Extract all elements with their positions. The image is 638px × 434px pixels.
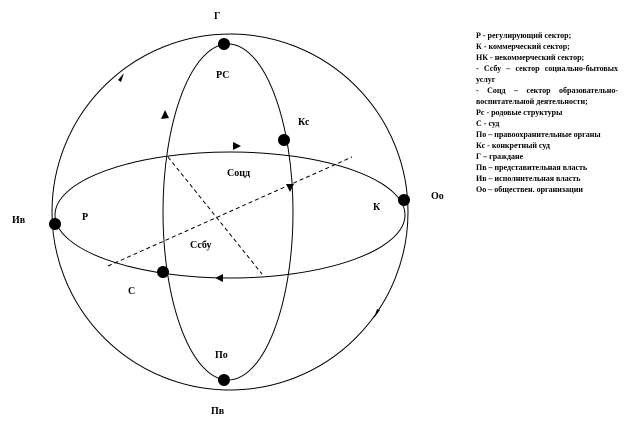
label-bottom: Пв bbox=[211, 406, 225, 417]
legend-item: НК - некоммерческий сектор; bbox=[476, 53, 585, 62]
legend-item: - Соцд – сектор образовательно-воспитате… bbox=[476, 86, 618, 106]
arrow-ellipse-top bbox=[233, 142, 241, 150]
legend-item: Пв – представительная власть bbox=[476, 163, 588, 172]
label-sbsbu: Ссбу bbox=[190, 240, 212, 251]
vertical-ellipse bbox=[162, 43, 294, 381]
label-rs: РС bbox=[216, 70, 229, 81]
legend-item: Ив – исполнительная власть bbox=[476, 174, 581, 183]
horizontal-ellipse bbox=[54, 151, 406, 279]
arrow-meridian-right bbox=[286, 184, 294, 192]
legend-item: Кс - конкретный суд bbox=[476, 141, 550, 150]
label-po: По bbox=[215, 350, 228, 361]
legend-item: Р - регулирующий сектор; bbox=[476, 31, 572, 40]
legend-item: По – правоохранительные органы bbox=[476, 130, 601, 139]
legend-item: С - суд bbox=[476, 119, 500, 128]
outer-circle bbox=[51, 33, 409, 391]
legend-item: Оо – обществен. организации bbox=[476, 185, 583, 194]
arrow-outer-top bbox=[118, 73, 124, 82]
node-left bbox=[49, 218, 61, 230]
sphere-diagram: Г Пв Ив Оо РС Кс Соцд Ссбу Р К С По bbox=[12, 11, 444, 417]
legend-item: - Ссбу – сектор социально-бытовых услуг bbox=[476, 64, 618, 84]
legend-item: Г – граждане bbox=[476, 152, 524, 161]
node-bottom bbox=[218, 374, 230, 386]
arrow-ellipse-bottom bbox=[215, 274, 223, 282]
node-s bbox=[157, 266, 169, 278]
arrow-meridian-left bbox=[161, 110, 169, 119]
arrow-outer-bottom bbox=[374, 309, 380, 318]
label-s: С bbox=[128, 286, 135, 297]
node-right bbox=[398, 194, 410, 206]
label-ks: Кс bbox=[298, 117, 310, 128]
label-top: Г bbox=[214, 11, 220, 22]
legend: Р - регулирующий сектор; К - коммерчески… bbox=[476, 30, 618, 195]
legend-item: Рс - родовые структуры bbox=[476, 108, 563, 117]
label-p: Р bbox=[82, 212, 88, 223]
legend-item: К - коммерческий сектор; bbox=[476, 42, 570, 51]
node-top bbox=[218, 38, 230, 50]
label-right: Оо bbox=[431, 191, 444, 202]
label-k: К bbox=[373, 202, 381, 213]
dashed-axis-2 bbox=[107, 156, 353, 267]
node-ks bbox=[278, 134, 290, 146]
label-left: Ив bbox=[12, 215, 26, 226]
label-sozd: Соцд bbox=[227, 168, 250, 179]
